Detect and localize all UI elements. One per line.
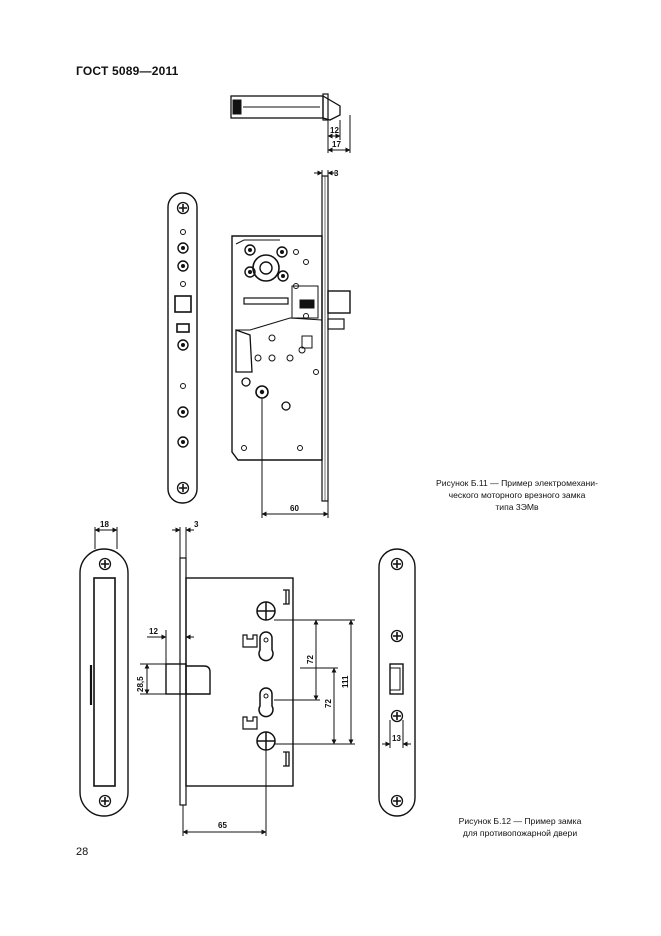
dim-spacing-lower: 72: [324, 699, 333, 708]
caption-line: ческого моторного врезного замка: [448, 490, 586, 500]
dim-latch-height: 28,5: [136, 676, 145, 692]
dim-backset-b11: 60: [290, 504, 299, 513]
dim-latch-projection: 12: [149, 627, 158, 636]
figure-b12-faceplate: [79, 527, 129, 817]
dim-backset-b12: 65: [218, 821, 227, 830]
caption-line: типа 3ЭМв: [495, 502, 539, 512]
figure-b11-lock-body: [231, 170, 351, 518]
dim-faceplate-thickness-b11: 3: [334, 169, 339, 178]
figure-b11-caption: Рисунок Б.11 — Пример электромехани- чес…: [412, 477, 622, 513]
caption-line: Рисунок Б.11 — Пример электромехани-: [436, 478, 598, 488]
dim-faceplate-thickness-b12: 3: [194, 520, 199, 529]
dim-spacing-upper: 72: [306, 655, 315, 664]
caption-line: для противопожарной двери: [462, 828, 578, 838]
dim-bolt-depth: 12: [330, 126, 339, 135]
dim-overall-height: 111: [341, 675, 350, 688]
figure-b12-strike-plate: [378, 548, 416, 817]
dim-faceplate-width: 18: [100, 520, 109, 529]
figure-b11-top-view: [230, 93, 351, 153]
caption-line: Рисунок Б.12 — Пример замка: [458, 816, 582, 826]
figure-b12-caption: Рисунок Б.12 — Пример замка для противоп…: [440, 815, 600, 839]
dim-bolt-total: 17: [332, 140, 341, 149]
page-number: 28: [76, 846, 89, 858]
figure-b12-lock-body: [140, 527, 355, 836]
dim-strike-width: 13: [392, 734, 401, 743]
figure-b11-faceplate: [167, 192, 198, 504]
document-header: ГОСТ 5089—2011: [76, 64, 179, 78]
